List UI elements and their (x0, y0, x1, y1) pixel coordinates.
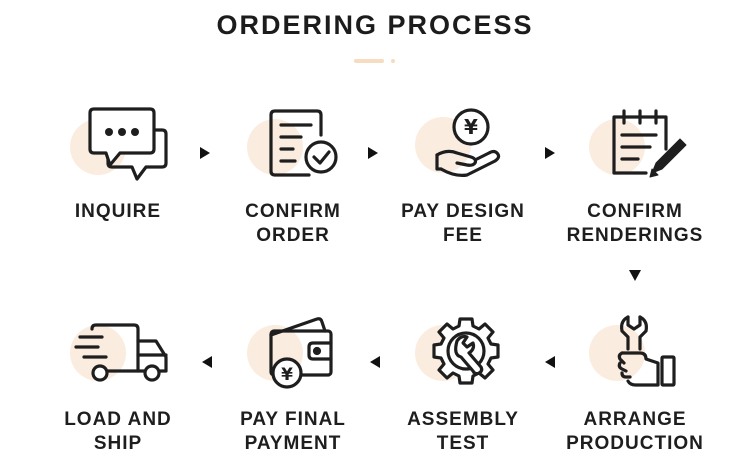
step-inquire: INQUIRE (38, 105, 198, 265)
title-underline-dot (391, 59, 395, 63)
chat-bubbles-icon (88, 107, 168, 181)
arrow-right-icon (200, 147, 210, 159)
notepad-pencil-icon (612, 109, 687, 178)
yen-symbol: ¥ (281, 365, 293, 385)
step-label: CONFIRM ORDER (245, 201, 341, 246)
step-pay-design-fee: ¥ PAY DESIGN FEE (383, 105, 543, 265)
page-title: ORDERING PROCESS (216, 10, 534, 40)
step-label: INQUIRE (74, 201, 162, 222)
arrow-right-icon (368, 147, 378, 159)
delivery-truck-icon (74, 323, 168, 382)
step-label: PAY DESIGN FEE (401, 201, 525, 246)
step-assembly-test: ASSEMBLY TEST (383, 313, 543, 473)
step-label: ARRANGE PRODUCTION (566, 409, 704, 454)
step-pay-final-payment: ¥ PAY FINAL PAYMENT (213, 313, 373, 473)
arrow-left-icon (370, 356, 380, 368)
arrow-down-icon (629, 270, 641, 281)
title-underline (354, 59, 384, 63)
step-label: ASSEMBLY TEST (407, 409, 519, 454)
arrow-right-icon (545, 147, 555, 159)
arrow-left-icon (545, 356, 555, 368)
step-label: CONFIRM RENDERINGS (566, 201, 704, 246)
step-label: LOAD AND SHIP (64, 409, 172, 454)
step-label: PAY FINAL PAYMENT (240, 409, 346, 454)
step-arrange-production: ARRANGE PRODUCTION (555, 313, 715, 473)
arrow-left-icon (202, 356, 212, 368)
step-confirm-renderings: CONFIRM RENDERINGS (555, 105, 715, 265)
step-confirm-order: CONFIRM ORDER (213, 105, 373, 265)
step-load-and-ship: LOAD AND SHIP (38, 313, 198, 473)
document-check-icon (269, 109, 338, 177)
hand-yen-coin-icon: ¥ (435, 108, 501, 177)
wallet-yen-icon: ¥ (269, 317, 333, 389)
yen-symbol: ¥ (464, 115, 478, 139)
hand-wrench-icon (617, 315, 676, 387)
gear-wrench-icon (432, 317, 500, 385)
